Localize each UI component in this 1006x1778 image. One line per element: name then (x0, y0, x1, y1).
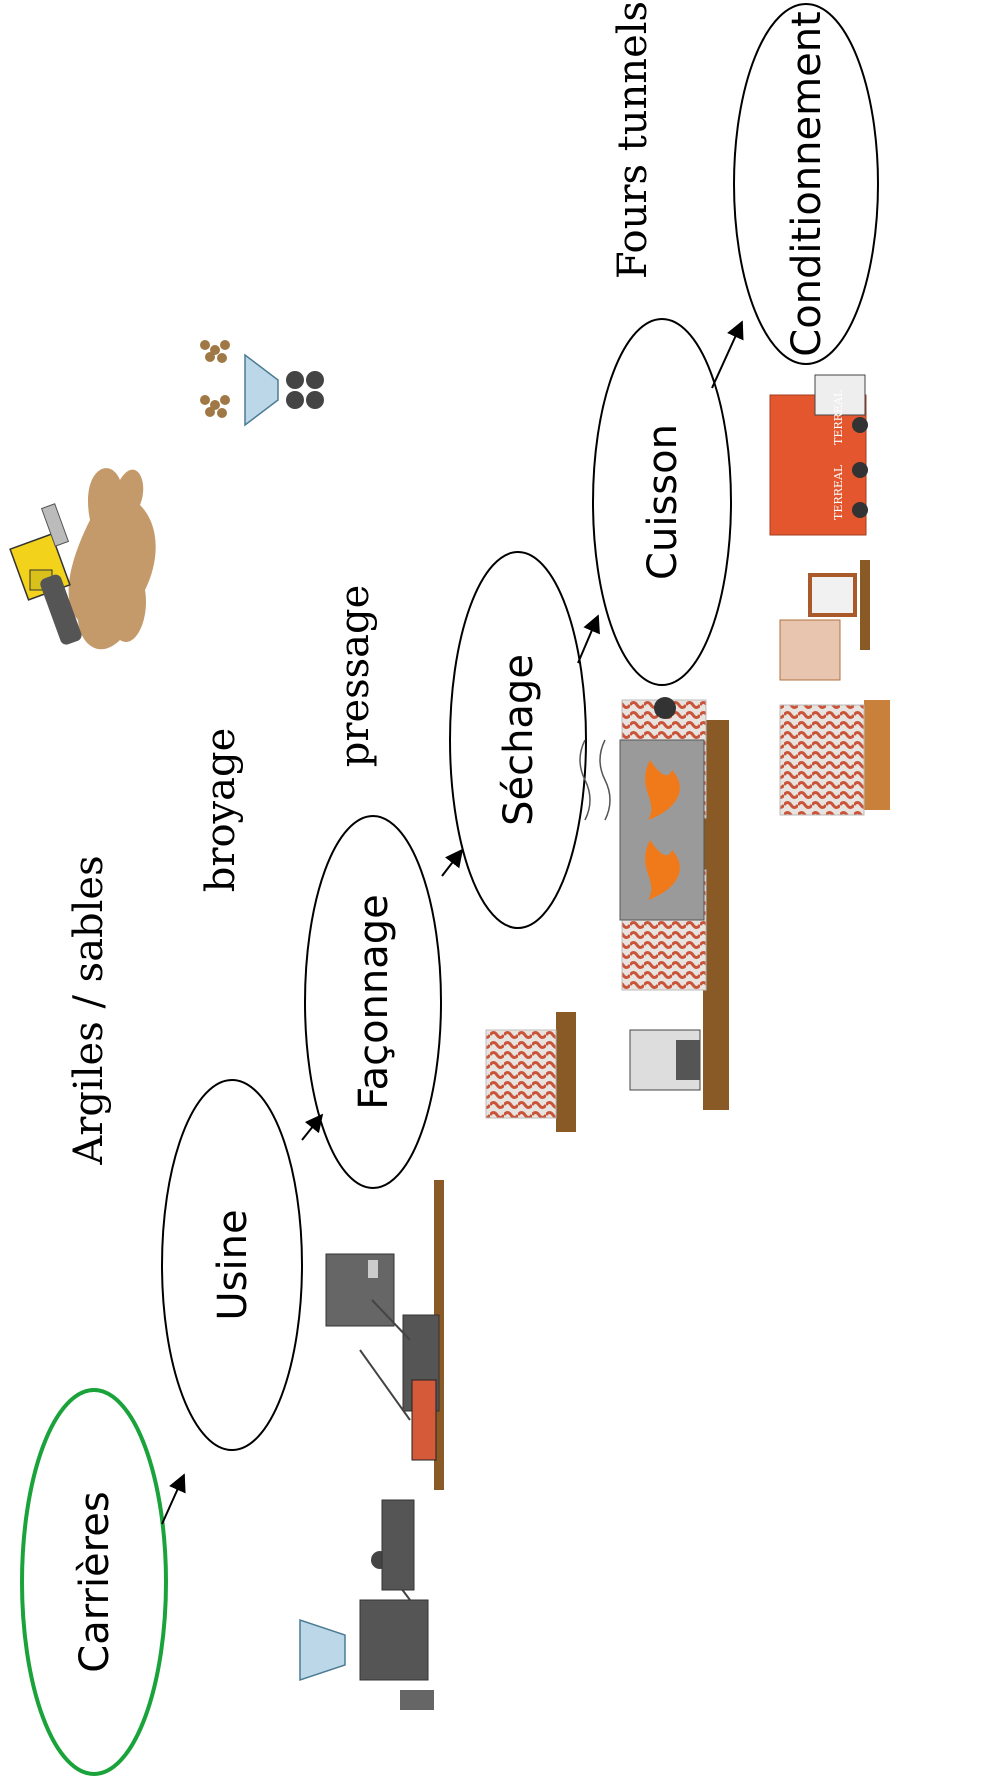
step-label-fours: Fours tunnels (610, 1, 656, 279)
stage-label-usine: Usine (210, 1209, 256, 1320)
stage-label-conditionnement: Conditionnement (784, 11, 830, 356)
production-line-icon (299, 1180, 444, 1710)
arrow-sechage-to-cuisson (577, 614, 600, 664)
arrow-usine-to-faconnage (301, 1113, 324, 1141)
arrow-faconnage-to-sechage (441, 848, 464, 877)
truck-brand-left: TERREAL (832, 464, 845, 520)
dryer-kiln-icon (579, 697, 729, 1110)
press-icon (485, 1012, 576, 1132)
pallet-icon (779, 560, 890, 816)
bulldozer-icon (9, 468, 156, 650)
stage-label-sechage: Séchage (496, 654, 542, 826)
step-label-pressage: pressage (332, 585, 378, 768)
truck-icon: TERREAL TERREAL (769, 374, 868, 536)
stage-label-cuisson: Cuisson (640, 424, 686, 580)
step-label-broyage: broyage (198, 728, 244, 893)
crusher-icon (200, 340, 324, 427)
step-label-argiles: Argiles / sables (66, 855, 112, 1165)
stage-faconnage-ellipse (304, 815, 442, 1189)
stage-conditionnement-ellipse (733, 3, 879, 365)
truck-brand-right: TERREAL (832, 389, 845, 445)
stage-label-carrieres: Carrières (72, 1491, 118, 1672)
stage-cuisson-ellipse (592, 318, 732, 686)
stage-label-faconnage: Façonnage (351, 894, 397, 1110)
arrow-carrieres-to-usine (161, 1473, 186, 1525)
arrow-cuisson-to-conditionnement (711, 320, 744, 389)
stage-carrieres-ellipse (20, 1388, 168, 1776)
stage-sechage-ellipse (449, 551, 587, 929)
stage-usine-ellipse (161, 1079, 303, 1451)
